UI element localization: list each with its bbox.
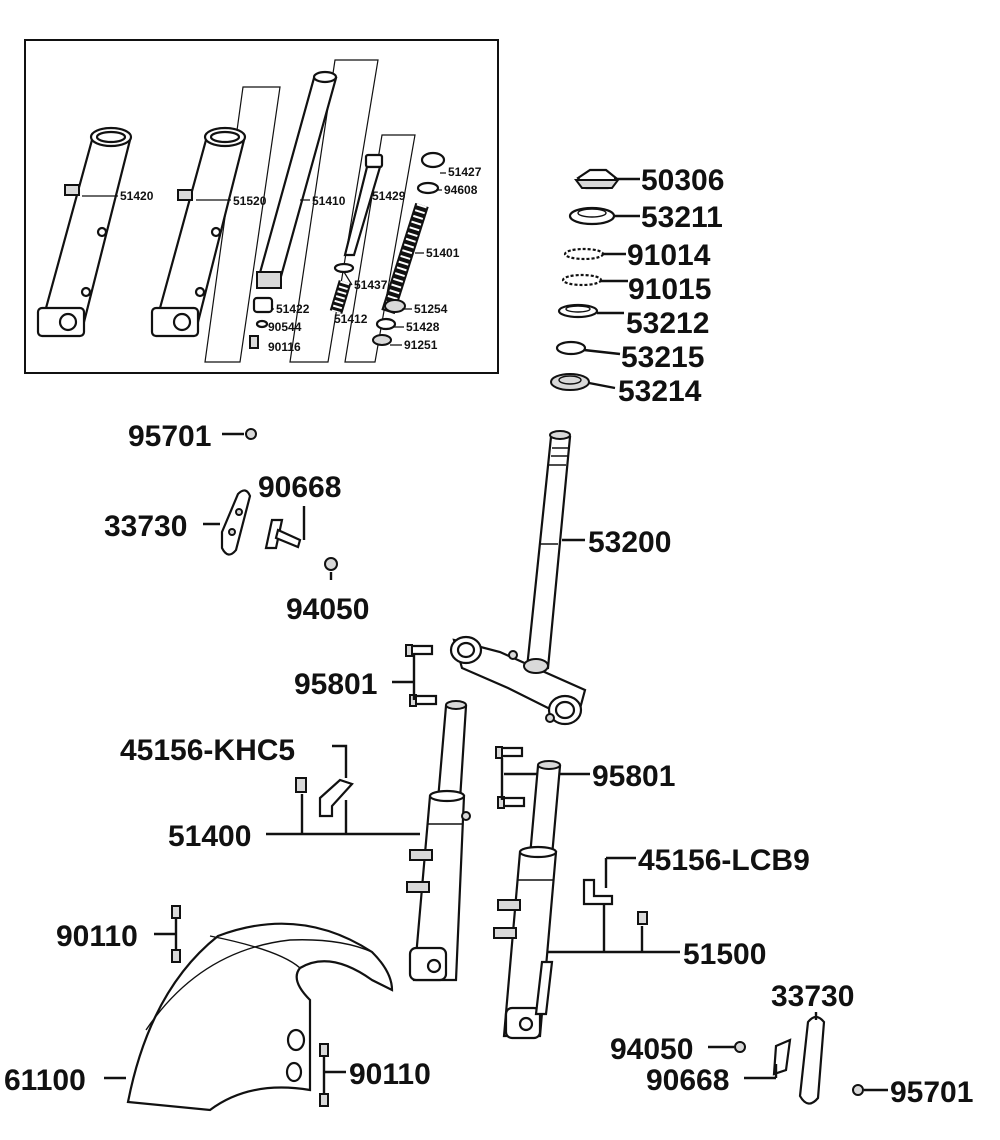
oring-90544 <box>255 319 269 329</box>
screw-95701-upper <box>245 428 257 440</box>
steering-stem-53200 <box>449 430 587 726</box>
reflector-33730-upper <box>220 489 252 556</box>
label-53212: 53212 <box>626 307 709 340</box>
label-33730-upper: 33730 <box>104 510 187 543</box>
inset-label-51429: 51429 <box>372 189 406 203</box>
fork-leg-51400 <box>406 700 471 982</box>
label-94050-upper: 94050 <box>286 593 369 626</box>
inset-label-51254: 51254 <box>414 302 448 316</box>
bracket-90668-lower <box>772 1038 792 1076</box>
rebound-spring-51412 <box>329 280 352 314</box>
label-51500: 51500 <box>683 938 766 971</box>
fork-outer-tube-51520 <box>150 126 247 338</box>
screw-90110-lower-b <box>319 1093 329 1107</box>
fork-leg-51500 <box>493 760 562 1040</box>
screw-95701-lower <box>852 1084 864 1096</box>
clip-91251 <box>372 334 392 346</box>
label-94050-lower: 94050 <box>610 1033 693 1066</box>
label-95801-right: 95801 <box>592 760 675 793</box>
nut-94050-lower <box>734 1041 746 1053</box>
label-90110-lower: 90110 <box>349 1058 431 1091</box>
label-61100: 61100 <box>4 1064 86 1097</box>
race-53212 <box>557 303 599 319</box>
fork-inner-tube-51410 <box>256 70 338 289</box>
washer-91015 <box>561 273 603 287</box>
ring-53215 <box>555 340 587 356</box>
fork-outer-tube-51420 <box>36 126 133 338</box>
bolt-near-51500 <box>637 911 648 925</box>
oring-94608 <box>416 181 440 195</box>
reflector-group-upper <box>220 428 338 571</box>
label-91014: 91014 <box>627 239 711 272</box>
label-90668-lower: 90668 <box>646 1064 729 1097</box>
label-53214: 53214 <box>618 375 702 408</box>
reflector-group-lower <box>734 1015 864 1105</box>
screw-90110-lower-a <box>319 1043 329 1057</box>
bolt-near-51400 <box>295 777 307 793</box>
label-50306: 50306 <box>641 164 724 197</box>
screw-90110-upper-a <box>171 905 181 919</box>
nut-94050-upper <box>324 557 338 571</box>
label-53200: 53200 <box>588 526 671 559</box>
inset-label-91251: 91251 <box>404 338 438 352</box>
damper-rod-51429 <box>343 153 384 257</box>
washer-91014 <box>563 247 605 261</box>
inset-label-51428: 51428 <box>406 320 440 334</box>
inset-label-51401: 51401 <box>426 246 460 260</box>
inset-label-90544: 90544 <box>268 320 302 334</box>
inset-label-94608: 94608 <box>444 183 478 197</box>
clamp-bolts-95801-right <box>495 746 526 809</box>
clamp-bolts-95801-left <box>405 644 438 707</box>
screw-90110-upper-b <box>171 949 181 963</box>
inset-label-51420: 51420 <box>120 189 154 203</box>
label-45156-KHC5: 45156-KHC5 <box>120 734 295 767</box>
inset-label-51412: 51412 <box>334 312 368 326</box>
steering-head-parts <box>550 168 620 391</box>
label-95801-left: 95801 <box>294 668 377 701</box>
label-90668-upper: 90668 <box>258 471 341 504</box>
label-95701-upper: 95701 <box>128 420 211 453</box>
inset-label-51410: 51410 <box>312 194 346 208</box>
inset-label-90116: 90116 <box>268 340 301 354</box>
piece-51422 <box>252 296 274 314</box>
label-45156-LCB9: 45156-LCB9 <box>638 844 810 877</box>
washer-51428 <box>375 317 397 331</box>
front-fender-61100 <box>126 922 394 1112</box>
label-91015: 91015 <box>628 273 711 306</box>
fork-spring-51401 <box>381 202 429 315</box>
seal-51254 <box>384 299 406 313</box>
bracket-45156-LCB9 <box>582 878 614 906</box>
inset-label-51437: 51437 <box>354 278 388 292</box>
inset-fork-internals: 51420 51520 51410 51429 51427 94608 5140… <box>24 39 499 374</box>
locknut-53211 <box>568 206 616 226</box>
inset-label-51427: 51427 <box>448 165 482 179</box>
label-95701-lower: 95701 <box>890 1076 973 1109</box>
clip-51437 <box>333 262 355 274</box>
label-53211: 53211 <box>641 201 723 234</box>
bolt-90116 <box>249 335 259 349</box>
label-53215: 53215 <box>621 341 704 374</box>
label-51400: 51400 <box>168 820 251 853</box>
cap-51427 <box>420 151 446 169</box>
inset-label-51422: 51422 <box>276 302 310 316</box>
label-90110-upper: 90110 <box>56 920 138 953</box>
inset-label-51520: 51520 <box>233 194 267 208</box>
bracket-45156-KHC5 <box>318 778 354 818</box>
reflector-33730-lower <box>798 1015 826 1105</box>
bracket-90668-upper <box>264 518 284 550</box>
label-33730-lower: 33730 <box>771 980 854 1013</box>
